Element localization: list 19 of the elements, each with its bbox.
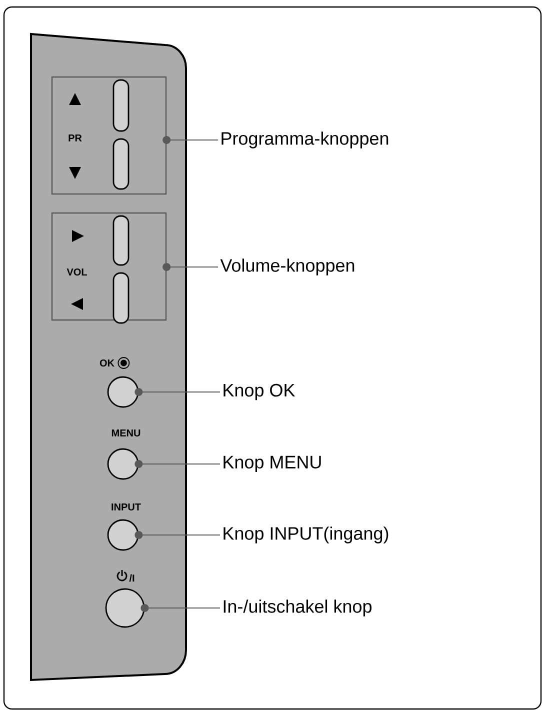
callout-text: In-/uitschakel knop bbox=[224, 600, 372, 616]
button-label: OK bbox=[100, 359, 114, 367]
callout-text: Knop MENU bbox=[224, 456, 321, 472]
button-label: INPUT bbox=[112, 504, 141, 510]
callout-text: Programma-knoppen bbox=[222, 132, 388, 148]
leader-line bbox=[134, 388, 220, 396]
leader-line bbox=[134, 460, 220, 468]
button-group-box: PR bbox=[51, 76, 167, 195]
button-label: /I bbox=[129, 574, 134, 582]
leader-line bbox=[162, 136, 218, 144]
button-group-box: VOL bbox=[51, 212, 167, 321]
leader-line bbox=[134, 531, 220, 539]
callout-text: Knop OK bbox=[224, 384, 296, 400]
callout-text: Volume-knoppen bbox=[220, 258, 354, 276]
button-label: MENU bbox=[112, 430, 140, 436]
leader-line bbox=[140, 604, 220, 612]
leader-line bbox=[162, 263, 218, 271]
callout-text: Knop INPUT(ingang) bbox=[224, 526, 388, 544]
side-panel bbox=[30, 33, 187, 681]
